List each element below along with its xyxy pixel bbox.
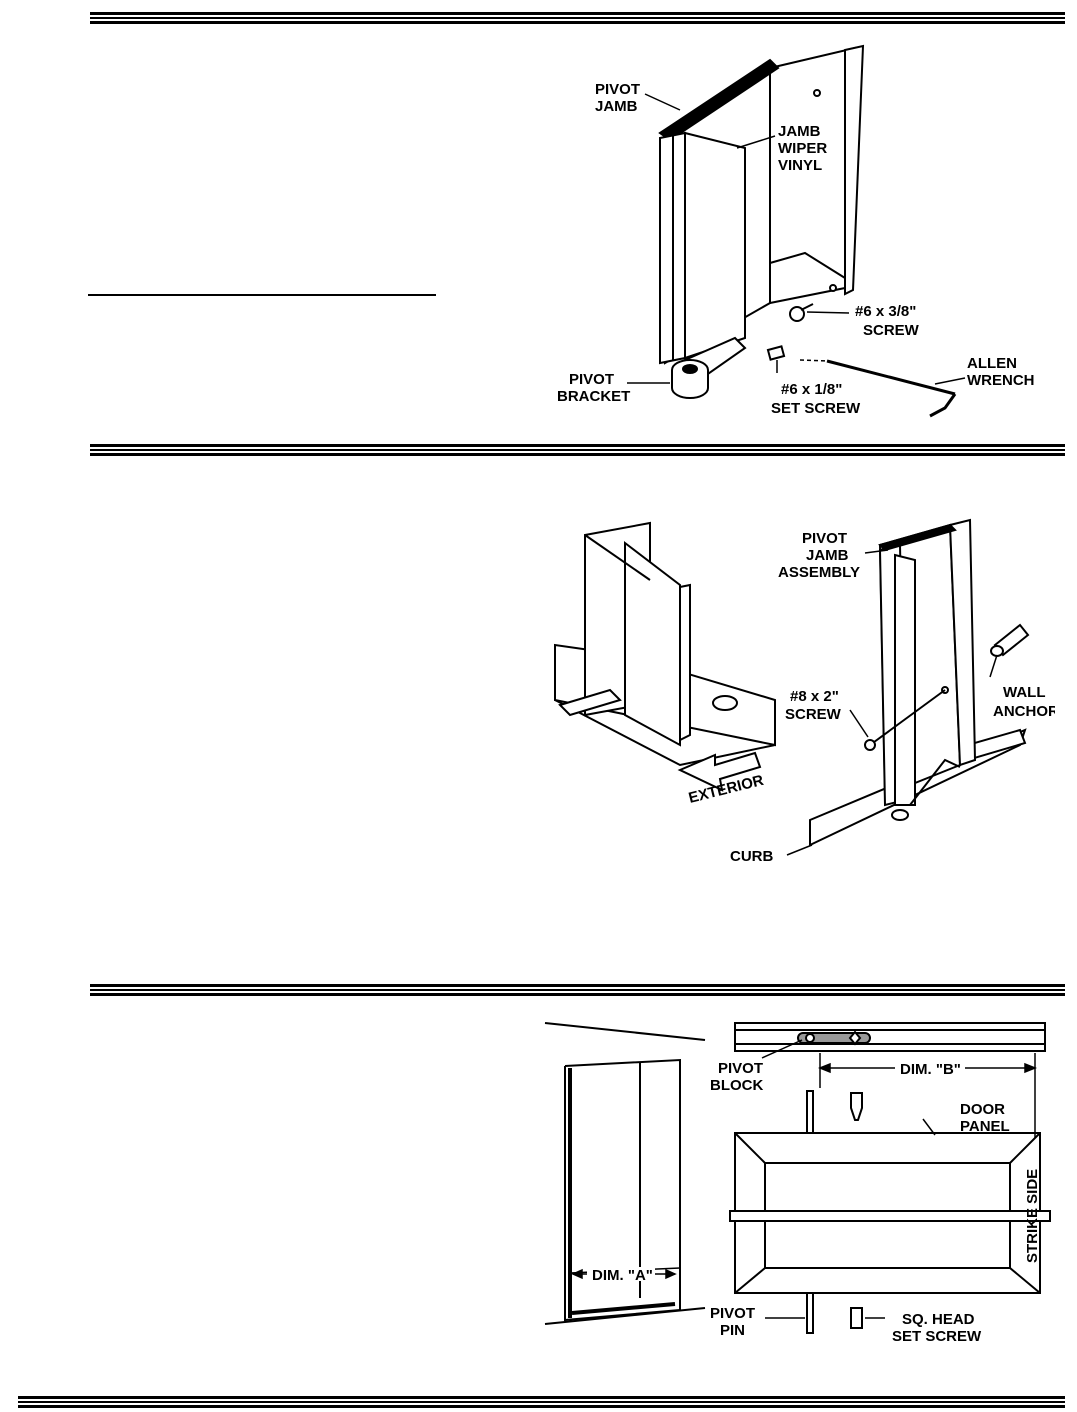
pivot-bracket-drawing bbox=[671, 336, 747, 399]
section-rule-top bbox=[90, 12, 1065, 24]
section-rule-bottom bbox=[18, 1396, 1065, 1408]
figure-jamb-assembly-curb: PIVOT JAMB ASSEMBLY WALL ANCHOR #8 x 2" … bbox=[550, 505, 1055, 877]
label-pivot-bracket: PIVOT BRACKET bbox=[557, 371, 630, 405]
label-dim-b: DIM. "B" bbox=[900, 1061, 961, 1078]
label-curb: CURB bbox=[730, 848, 773, 865]
label-dim-a: DIM. "A" bbox=[592, 1267, 653, 1284]
label-screw-38: #6 x 3/8" SCREW bbox=[855, 303, 921, 339]
label-sq-head-set-screw: SQ. HEAD SET SCREW bbox=[892, 1311, 982, 1345]
label-pivot-jamb-assembly: PIVOT JAMB ASSEMBLY bbox=[778, 530, 860, 581]
right-view-drawing bbox=[809, 518, 1027, 847]
label-pivot-pin: PIVOT PIN bbox=[710, 1305, 759, 1339]
label-pivot-jamb: PIVOT JAMB bbox=[595, 81, 644, 115]
section-rule-2 bbox=[90, 444, 1065, 456]
set-screw-drawing bbox=[766, 345, 786, 361]
label-wall-anchor: WALL ANCHOR bbox=[993, 684, 1055, 720]
pivot-jamb-drawing bbox=[658, 44, 865, 365]
label-door-panel: DOOR PANEL bbox=[960, 1101, 1010, 1135]
shower-opening-drawing bbox=[544, 1022, 706, 1325]
section-rule-3 bbox=[90, 984, 1065, 996]
screw-38-drawing bbox=[789, 303, 814, 322]
left-view-drawing bbox=[554, 521, 776, 767]
exterior-arrow bbox=[677, 751, 762, 792]
figure-door-panel-dimensions: PIVOT BLOCK DIM. "B" DOOR PANEL STRIKE S… bbox=[540, 1018, 1055, 1352]
label-allen-wrench: ALLEN WRENCH bbox=[967, 355, 1035, 389]
pivot-block-drawing bbox=[734, 1022, 1046, 1052]
label-set-screw: #6 x 1/8" SET SCREW bbox=[771, 381, 861, 417]
label-screw-2: #8 x 2" SCREW bbox=[785, 688, 843, 723]
figure-pivot-jamb-installation: PIVOT JAMB JAMB WIPER VINYL #6 x 3/8" SC… bbox=[545, 38, 1035, 430]
allen-wrench-drawing bbox=[826, 359, 957, 418]
label-strike-side: STRIKE SIDE bbox=[1024, 1169, 1041, 1263]
door-panel-drawing bbox=[729, 1090, 1051, 1334]
wall-anchor-drawing bbox=[990, 623, 1030, 657]
underline-rule bbox=[88, 294, 436, 296]
screw-2-drawing bbox=[864, 689, 946, 751]
label-pivot-block: PIVOT BLOCK bbox=[710, 1060, 767, 1094]
label-jamb-wiper-vinyl: JAMB WIPER VINYL bbox=[778, 123, 831, 174]
